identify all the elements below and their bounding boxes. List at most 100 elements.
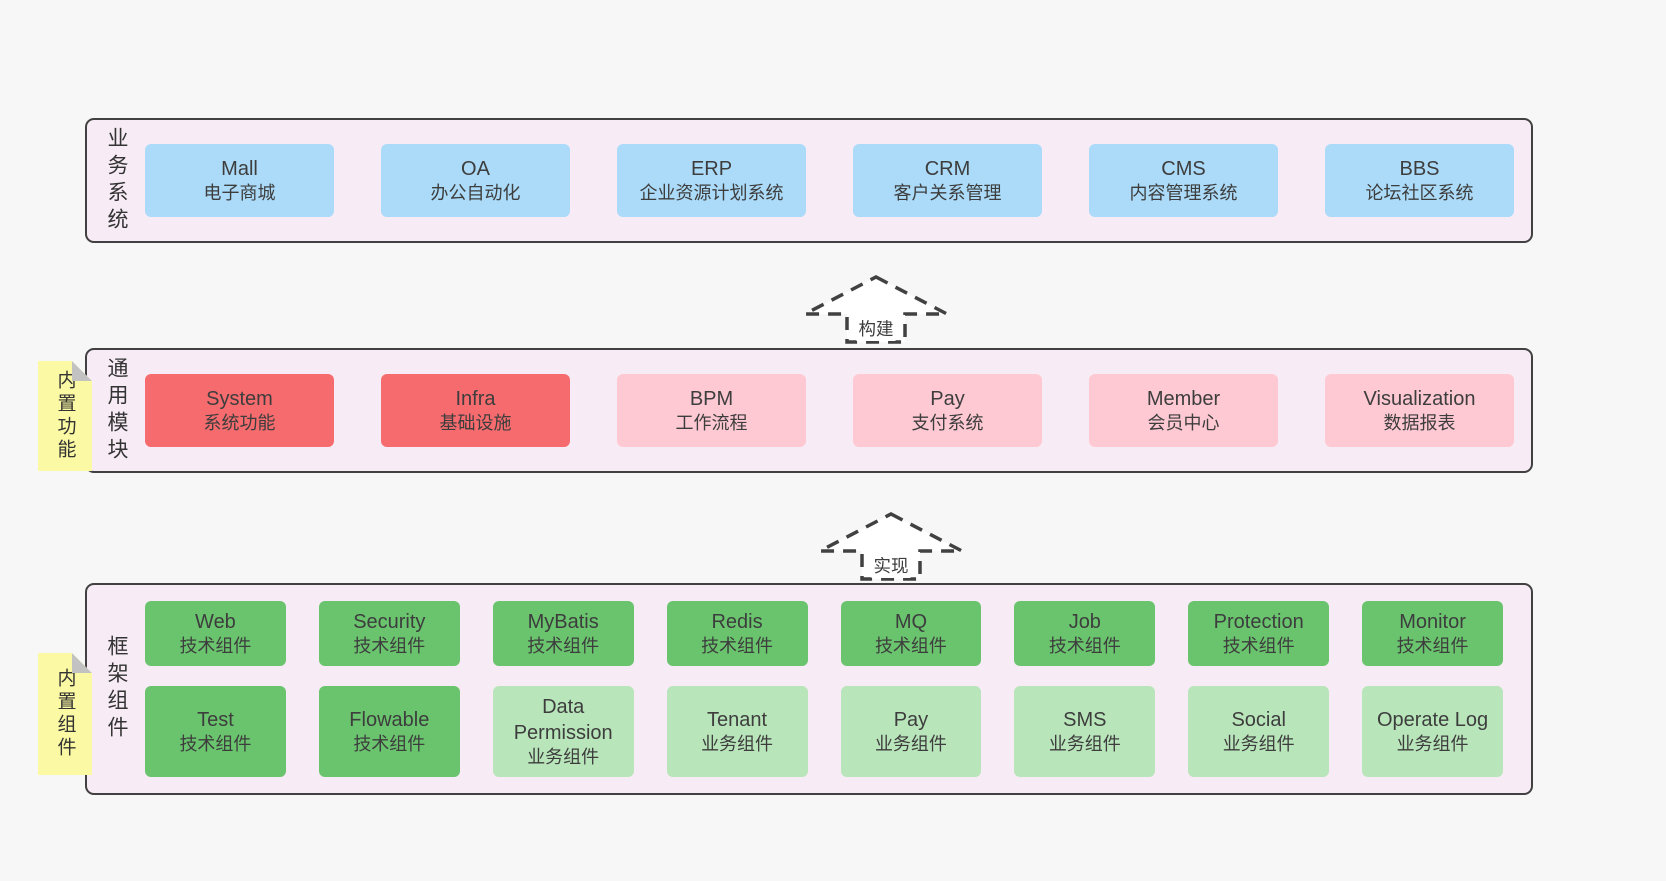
box-desc: 业务组件 <box>1222 733 1295 754</box>
box-desc: 会员中心 <box>1147 412 1220 433</box>
box-name: Visualization <box>1363 387 1476 410</box>
sticky-note-builtin-features: 内置功能 <box>38 361 92 471</box>
box-desc: 技术组件 <box>353 635 426 656</box>
box-name: BBS <box>1399 157 1440 180</box>
box-desc: 企业资源计划系统 <box>639 182 784 203</box>
box-desc: 办公自动化 <box>430 182 521 203</box>
box-name: Pay <box>893 708 929 731</box>
box-name: BPM <box>689 387 734 410</box>
box-name: Security <box>353 610 426 633</box>
box-desc: 业务组件 <box>527 746 600 767</box>
box-desc: 业务组件 <box>1048 733 1121 754</box>
box-name: Mall <box>221 157 258 180</box>
sticky-note-text: 内置组件 <box>54 668 76 760</box>
box-desc: 系统功能 <box>203 412 276 433</box>
box-desc: 支付系统 <box>911 412 984 433</box>
box-name: OA <box>461 157 490 180</box>
band-business-side-label: 业务系统 <box>105 126 128 235</box>
box-desc: 业务组件 <box>1396 733 1469 754</box>
box-name: Infra <box>455 387 496 410</box>
box-desc: 客户关系管理 <box>893 182 1002 203</box>
box-desc: 业务组件 <box>874 733 947 754</box>
arrow-implement: 实现 <box>816 510 966 582</box>
box-name: Web <box>195 610 236 633</box>
box-name: Flowable <box>349 708 430 731</box>
box-desc: 业务组件 <box>701 733 774 754</box>
box-name: Redis <box>711 610 763 633</box>
box-desc: 基础设施 <box>439 412 512 433</box>
box-name: ERP <box>690 157 733 180</box>
box-desc: 技术组件 <box>353 733 426 754</box>
box-name: Social <box>1231 708 1286 731</box>
box-name: Member <box>1146 387 1221 410</box>
box-desc: 电子商城 <box>203 182 276 203</box>
box-desc: 技术组件 <box>1222 635 1295 656</box>
box-name: Protection <box>1213 610 1304 633</box>
up-arrow-dashed-icon <box>804 275 948 344</box>
box-name: CMS <box>1161 157 1206 180</box>
box-desc: 论坛社区系统 <box>1365 182 1474 203</box>
box-desc: 数据报表 <box>1383 412 1456 433</box>
box-desc: 技术组件 <box>527 635 600 656</box>
box-name: MQ <box>894 610 928 633</box>
band-components-side-label: 框架组件 <box>105 635 128 743</box>
box-name: SMS <box>1063 708 1107 731</box>
box-name: Test <box>197 708 234 731</box>
box-desc: 技术组件 <box>701 635 774 656</box>
box-desc: 技术组件 <box>179 733 252 754</box>
box-name: MyBatis <box>527 610 599 633</box>
box-desc: 技术组件 <box>1396 635 1469 656</box>
box-name: Tenant <box>707 708 768 731</box>
box-desc: 工作流程 <box>675 412 748 433</box>
band-modules-side-label: 通用模块 <box>105 356 128 465</box>
arrow-implement-label: 实现 <box>871 553 911 578</box>
box-name: System <box>206 387 273 410</box>
sticky-note-builtin-components: 内置组件 <box>38 653 92 775</box>
box-name: Job <box>1068 610 1101 633</box>
arrow-build: 构建 <box>801 273 951 345</box>
box-name: Operate Log <box>1376 708 1489 731</box>
box-name: Pay <box>930 387 965 410</box>
box-desc: 技术组件 <box>1048 635 1121 656</box>
box-name: CRM <box>924 157 971 180</box>
arrow-build-label: 构建 <box>856 316 896 341</box>
box-desc: 内容管理系统 <box>1129 182 1238 203</box>
sticky-note-text: 内置功能 <box>54 370 76 462</box>
box-desc: 技术组件 <box>179 635 252 656</box>
up-arrow-dashed-icon <box>819 512 963 581</box>
box-desc: 技术组件 <box>874 635 947 656</box>
box-name: Data Permission <box>513 695 613 744</box>
